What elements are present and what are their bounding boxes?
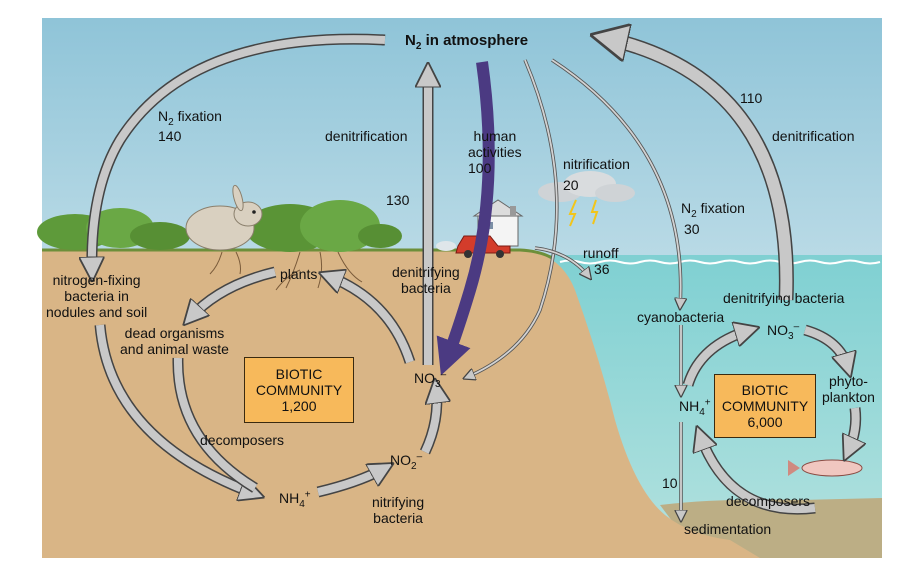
- bush-right: [245, 200, 402, 252]
- grass: [42, 248, 553, 260]
- ocean-n2-fixation-value: 30: [684, 221, 700, 237]
- ocean-denitrification-label: denitrification: [772, 128, 855, 144]
- nitrifying-bacteria-label: nitrifying bacteria: [372, 494, 425, 526]
- land-n2-fixation-label: N2 fixation: [158, 108, 222, 128]
- human-activities-value: 100: [468, 160, 492, 176]
- land-n2-fixation-value: 140: [158, 128, 182, 144]
- ocean-biotic-community-box: BIOTIC COMMUNITY 6,000: [714, 374, 816, 438]
- land-biotic-value: 1,200: [281, 398, 317, 414]
- nitrogen-fixing-bacteria-label: nitrogen-fixing bacteria in nodules and …: [46, 272, 148, 320]
- ocean-no3-label: NO3–: [767, 321, 800, 342]
- plants-label: plants: [280, 266, 318, 282]
- storm-cloud-illustration: [538, 171, 635, 227]
- arrow-human-activities: [436, 61, 495, 376]
- land-denitrification-value: 130: [386, 192, 410, 208]
- ocean-n2-fixation-label: N2 fixation: [681, 200, 745, 220]
- denitrifying-bacteria-land-label: denitrifying bacteria: [392, 264, 460, 296]
- land-nh4-label: NH4+: [279, 489, 311, 510]
- human-activities-label: human activities 100: [468, 128, 522, 176]
- dead-organisms-label: dead organisms and animal waste: [120, 325, 229, 357]
- runoff-value: 36: [594, 261, 610, 277]
- ocean-nh4-label: NH4+: [679, 397, 711, 418]
- ocean-biotic-value: 6,000: [747, 414, 783, 430]
- rabbit-illustration: [185, 184, 263, 251]
- ocean-decomposers-label: decomposers: [726, 493, 811, 509]
- phytoplankton-label: phyto- plankton: [822, 373, 875, 405]
- land-biotic-community-box: BIOTIC COMMUNITY 1,200: [244, 357, 354, 423]
- sedimentation-label: sedimentation: [684, 521, 772, 537]
- denitrifying-bacteria-ocean-label: denitrifying bacteria: [723, 290, 845, 306]
- sedimentation-value: 10: [662, 475, 678, 491]
- runoff-label: runoff: [583, 245, 619, 261]
- land-no2-label: NO2–: [390, 451, 423, 472]
- nitrification-value: 20: [563, 177, 579, 193]
- nitrification-label: nitrification: [563, 156, 630, 172]
- atmosphere-label: N2 in atmosphere: [405, 32, 529, 52]
- wave-line: [559, 259, 881, 265]
- land-no3-label: NO3–: [414, 369, 447, 390]
- cyanobacteria-label: cyanobacteria: [637, 309, 725, 325]
- land-decomposers-label: decomposers: [200, 432, 285, 448]
- land-denitrification-label: denitrification: [325, 128, 408, 144]
- fish-illustration: [788, 459, 863, 477]
- ocean-denitrification-value: 110: [740, 90, 763, 106]
